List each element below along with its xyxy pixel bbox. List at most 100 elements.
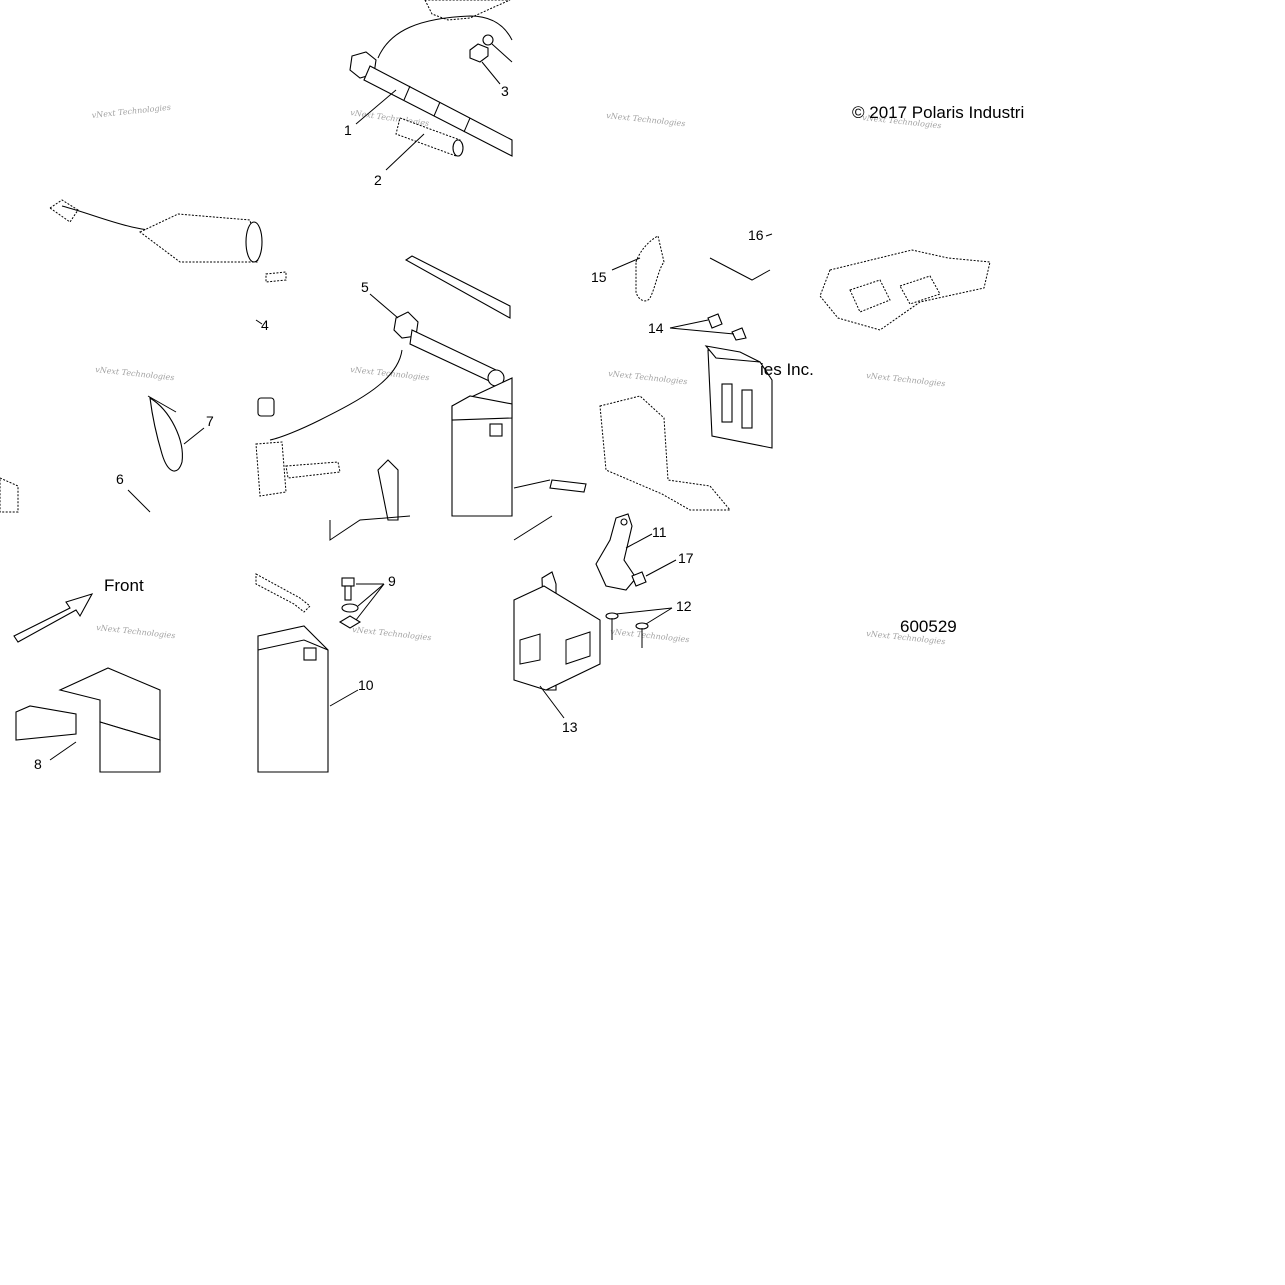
bracket-clip (549, 479, 587, 493)
watermark: vNext Technologies (608, 369, 688, 386)
cover-lip (15, 705, 77, 741)
cable-band (403, 85, 411, 101)
clip (731, 327, 747, 341)
hardware-9 (338, 577, 385, 629)
callout-16: 16 (748, 227, 764, 243)
watermark-text: vNext Technologies (606, 111, 686, 128)
watermark: vNext Technologies (350, 365, 430, 382)
copyright-text: © 2017 Polaris Industri (852, 103, 1024, 122)
battery-lower-face (257, 639, 329, 651)
leader-8 (49, 741, 77, 761)
watermark-text: vNext Technologies (866, 371, 946, 388)
frame-bracket-right (513, 395, 732, 511)
skid-plate-rib (849, 279, 891, 313)
tray-edge (329, 515, 411, 541)
strap-15 (635, 235, 665, 302)
leader-11 (625, 533, 653, 549)
bolts-12 (605, 607, 673, 648)
watermark: vNext Technologies (95, 365, 175, 382)
cable-tie-strap (147, 395, 177, 413)
leader-3b (491, 43, 513, 63)
callout-13: 13 (562, 719, 578, 735)
negative-cable (255, 573, 311, 613)
boot-sleeve (395, 117, 461, 157)
watermark-text: vNext Technologies (95, 365, 175, 382)
frame-bracket (599, 395, 732, 511)
callout-6: 6 (116, 471, 124, 487)
watermark-text: vNext Technologies (91, 103, 171, 120)
leader-4 (255, 319, 263, 325)
watermark: vNext Technologies (91, 103, 171, 120)
leader-14a (669, 319, 709, 329)
bolt-shank (344, 585, 352, 601)
square-nut (338, 615, 362, 629)
solenoid-end (245, 221, 263, 263)
leader-1 (355, 89, 397, 125)
battery-terminal (489, 423, 503, 437)
leader-6 (127, 489, 151, 513)
callout-12: 12 (676, 598, 692, 614)
front-arrow-shape (13, 593, 94, 643)
watermark-text: vNext Technologies (608, 369, 688, 386)
skid-plate (819, 249, 991, 331)
leader-9c (355, 583, 385, 621)
front-arrow (13, 593, 94, 643)
solenoid-body (255, 441, 287, 497)
cable-wire (377, 15, 513, 59)
battery-box-right (704, 345, 773, 449)
callout-7: 7 (206, 413, 214, 429)
skid-plate-rib (899, 275, 941, 305)
battery-cover (15, 667, 161, 773)
tray-cutout (519, 633, 541, 665)
leader-16 (765, 233, 773, 237)
box-16-edge (709, 257, 771, 281)
frame-line (513, 479, 551, 489)
callout-3: 3 (501, 83, 509, 99)
cable-tie-loop (149, 396, 183, 472)
clips-14 (669, 313, 747, 341)
cable-tie (0, 395, 205, 513)
callout-17: 17 (678, 550, 694, 566)
cable-band (433, 101, 441, 117)
tray-body (513, 585, 601, 691)
cable-sleeve-left (139, 213, 259, 263)
clip (707, 313, 723, 329)
front-label: Front (104, 576, 144, 595)
bolt-17 (631, 559, 677, 587)
leader-12a (615, 607, 673, 615)
stud (265, 271, 287, 283)
leader-3 (481, 61, 501, 85)
battery-cable-5 (269, 255, 511, 441)
clip-fragment (0, 477, 19, 513)
watermark-text: vNext Technologies (610, 627, 690, 644)
fuse-cap (257, 397, 275, 417)
starter-cable (49, 199, 287, 325)
cable-band (463, 117, 471, 133)
copyright-fragment: ies Inc. (760, 360, 814, 379)
watermark-text: vNext Technologies (352, 625, 432, 642)
callout-5: 5 (361, 279, 369, 295)
bracket-11-hole (620, 518, 628, 526)
battery-lower-box (257, 625, 329, 773)
hold-down-strap (611, 235, 665, 302)
sleeve-end (452, 139, 464, 157)
cover-side (99, 721, 161, 773)
leader-14b (669, 327, 735, 335)
battery-box-window (721, 383, 733, 423)
nut (469, 43, 489, 63)
leader-2 (385, 133, 425, 171)
bracket-11-body (595, 513, 637, 591)
frame-fragment-top (424, 0, 511, 21)
cable-5-wire (269, 349, 403, 441)
leader-15 (611, 257, 641, 271)
bracket-11 (595, 513, 653, 591)
battery-tray-13 (513, 515, 601, 719)
battery (255, 573, 359, 773)
battery-top-face (451, 395, 513, 421)
watermark: vNext Technologies (96, 623, 176, 640)
leader-17 (645, 559, 677, 577)
diagram-number: 600529 (900, 617, 957, 636)
leader-9b (357, 583, 385, 607)
callout-1: 1 (344, 122, 352, 138)
